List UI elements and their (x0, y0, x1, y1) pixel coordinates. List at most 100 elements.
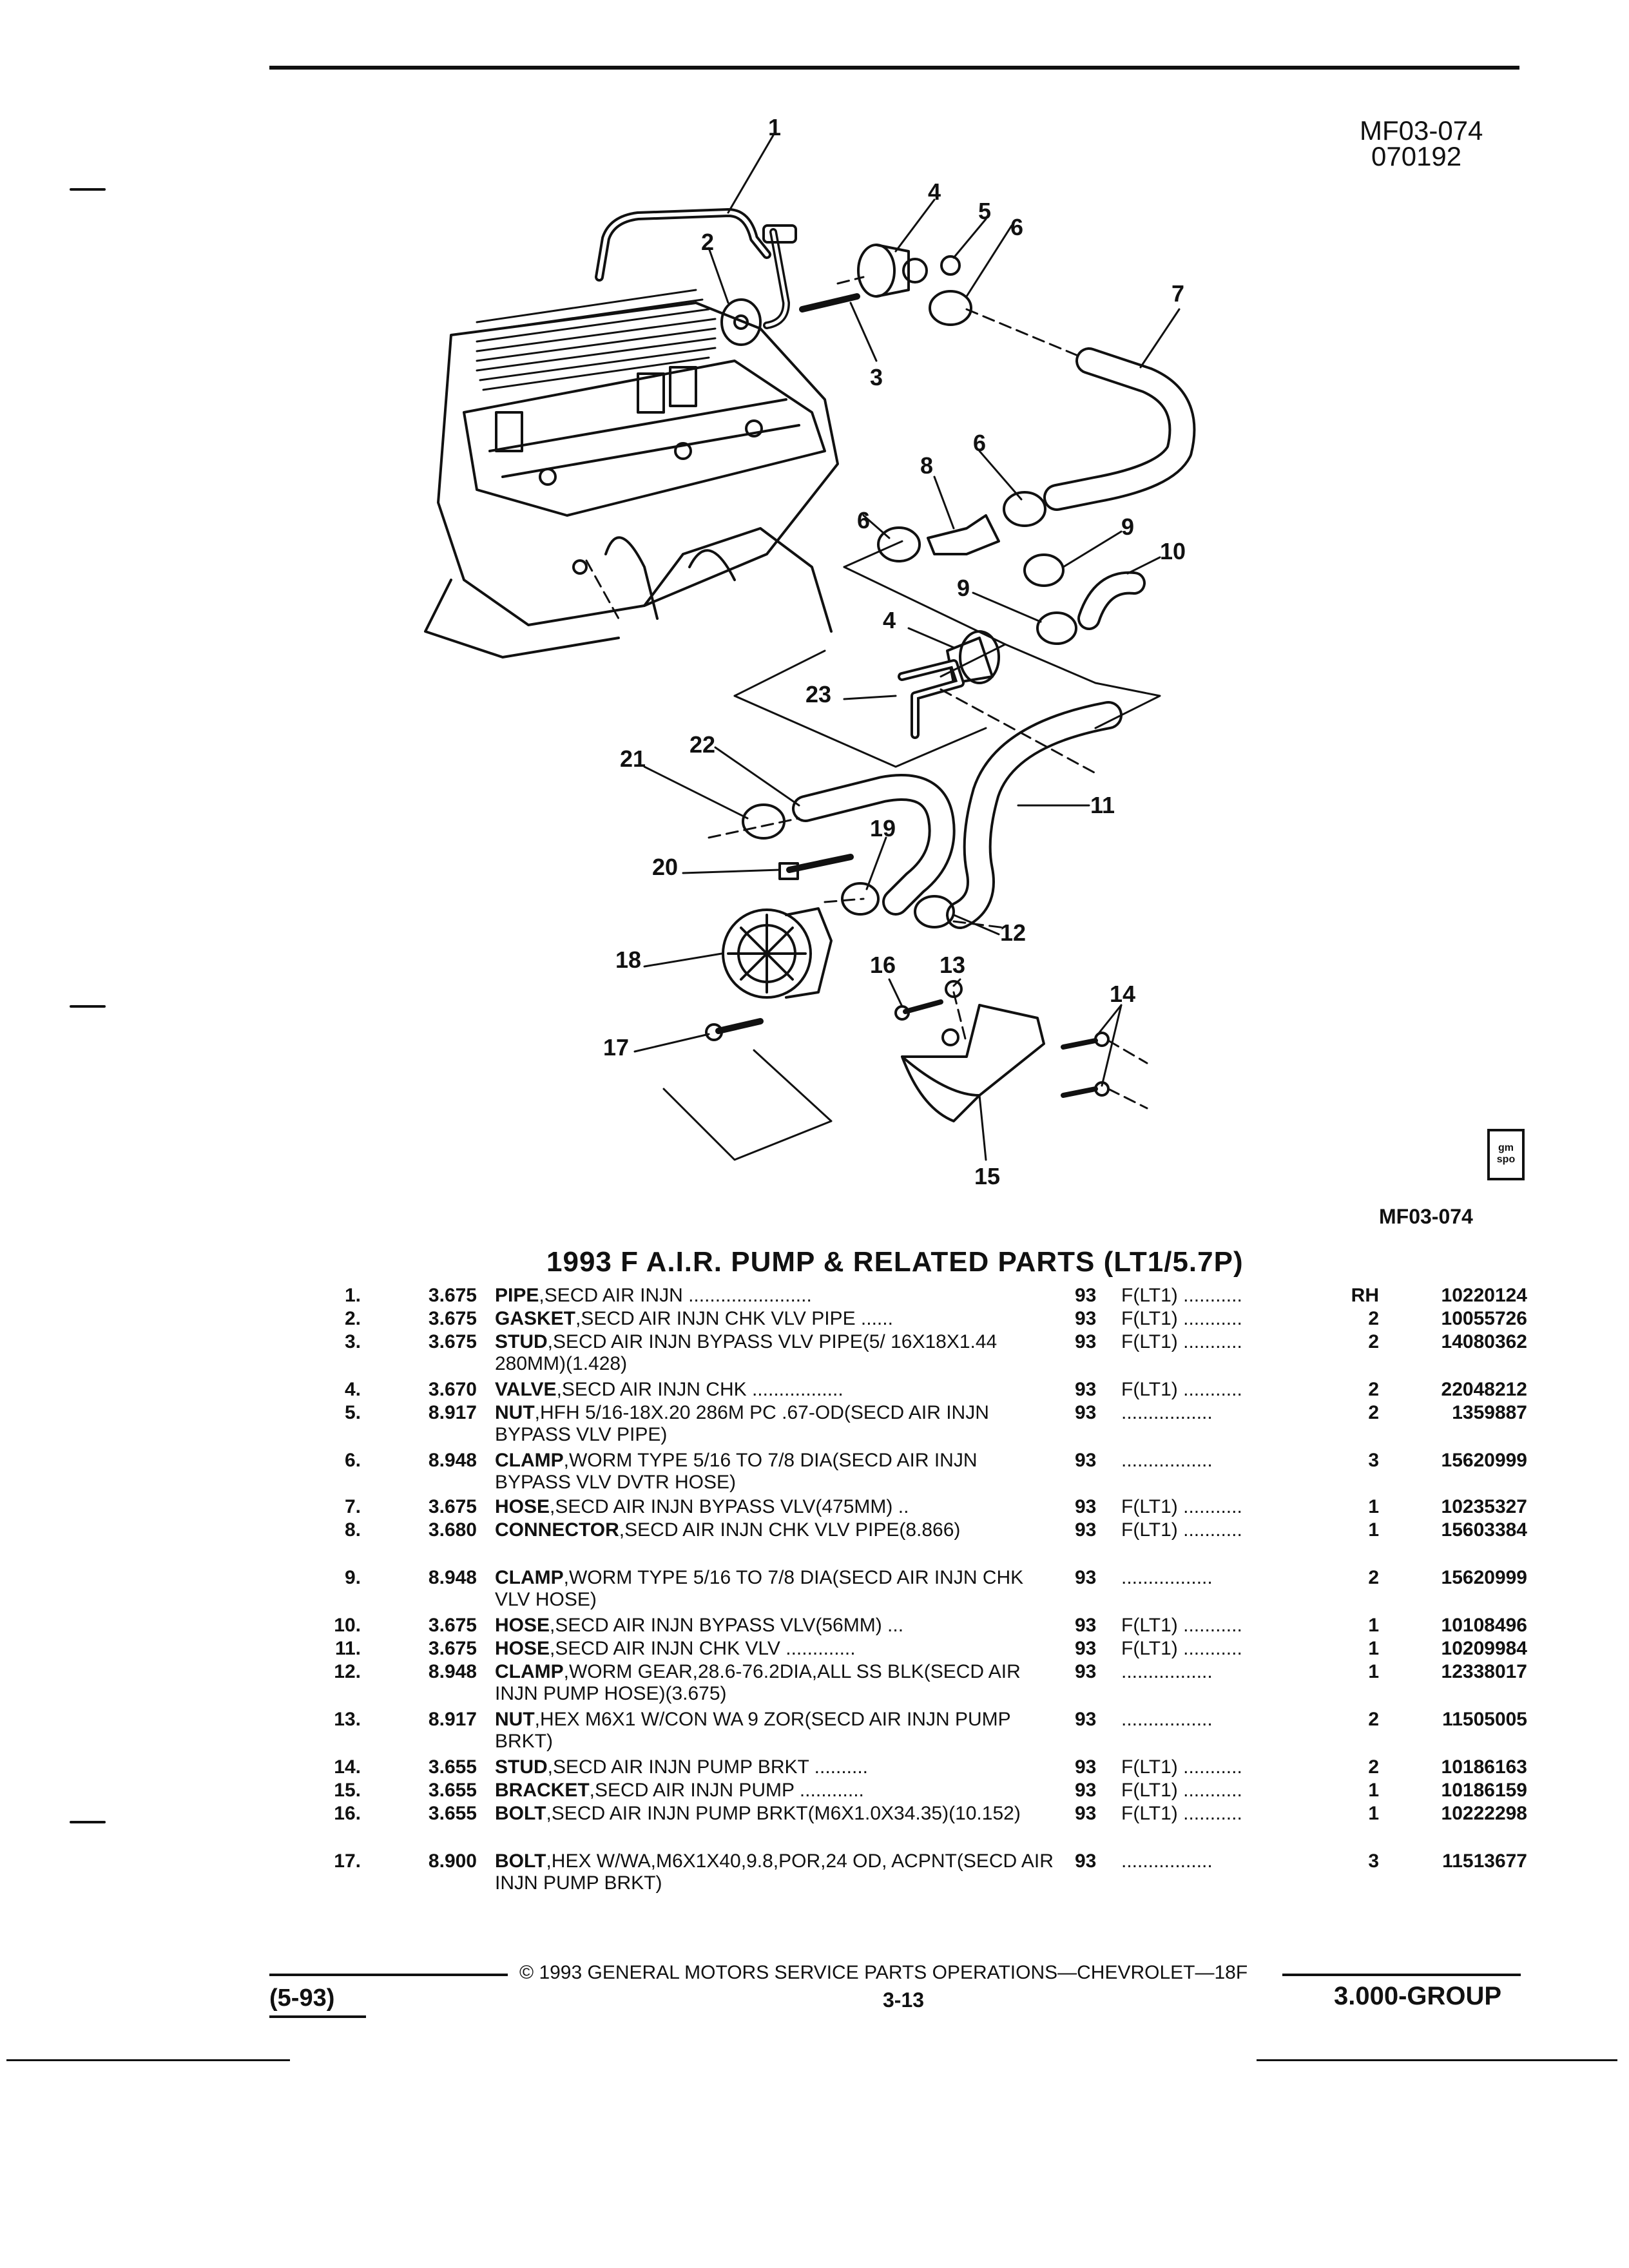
logo-text-bottom: spo (1496, 1154, 1516, 1165)
drawing-code: MF03-074 (1360, 115, 1483, 146)
part-desc-text: ,WORM TYPE 5/16 TO 7/8 DIA(SECD AIR INJN… (495, 1567, 1024, 1610)
page-number: 3-13 (883, 1988, 925, 2012)
model-usage: F(LT1) ........... (1121, 1308, 1242, 1329)
quantity: 1 (1368, 1803, 1379, 1824)
part-name: HOSE (495, 1638, 550, 1659)
group-number: 8.948 (428, 1661, 477, 1682)
part-number: 15620999 (1441, 1450, 1527, 1471)
callout: 12 (1000, 919, 1026, 946)
part-number: 12338017 (1441, 1661, 1527, 1682)
model-usage: ................. (1121, 1709, 1213, 1730)
part-number: 15603384 (1441, 1519, 1527, 1541)
leader-dots: ................. (746, 1379, 843, 1400)
part-description: CONNECTOR,SECD AIR INJN CHK VLV PIPE(8.8… (495, 1519, 1055, 1541)
model-usage: F(LT1) ........... (1121, 1379, 1242, 1400)
model-usage: F(LT1) ........... (1121, 1496, 1242, 1517)
group-number: 3.670 (428, 1379, 477, 1400)
callout: 21 (620, 745, 646, 772)
model-year: 93 (1075, 1615, 1097, 1636)
part-number: 10222298 (1441, 1803, 1527, 1824)
item-number: 12. (334, 1661, 361, 1682)
callout: 8 (920, 452, 933, 479)
item-number: 11. (334, 1638, 361, 1659)
part-number: 15620999 (1441, 1567, 1527, 1588)
quantity: 3 (1368, 1850, 1379, 1872)
part-description: BRACKET,SECD AIR INJN PUMP ............ (495, 1780, 1055, 1802)
part-desc-text: ,WORM TYPE 5/16 TO 7/8 DIA(SECD AIR INJN… (495, 1450, 978, 1493)
callout: 4 (883, 607, 896, 633)
group-number: 3.655 (428, 1756, 477, 1778)
part-number: 10209984 (1441, 1638, 1527, 1659)
callout: 9 (1121, 514, 1134, 540)
model-year: 93 (1075, 1402, 1097, 1423)
item-number: 8. (344, 1519, 361, 1541)
part-name: HOSE (495, 1496, 550, 1517)
part-desc-text: ,SECD AIR INJN PUMP BRKT (547, 1756, 809, 1778)
part-desc-text: ,HEX M6X1 W/CON WA 9 ZOR(SECD AIR INJN P… (495, 1709, 1011, 1752)
part-number: 10186159 (1441, 1780, 1527, 1801)
callout: 6 (1010, 214, 1023, 240)
callout: 15 (974, 1163, 1000, 1189)
group-number: 3.675 (428, 1615, 477, 1636)
bottom-scan-line (1257, 2059, 1617, 2061)
part-name: BOLT (495, 1803, 546, 1824)
model-usage: F(LT1) ........... (1121, 1756, 1242, 1778)
leader-dots: ............ (794, 1780, 864, 1801)
model-year: 93 (1075, 1379, 1097, 1400)
model-usage: F(LT1) ........... (1121, 1615, 1242, 1636)
callout: 18 (615, 947, 641, 973)
part-description: STUD,SECD AIR INJN BYPASS VLV PIPE(5/ 16… (495, 1331, 1055, 1375)
part-number: 10055726 (1441, 1308, 1527, 1329)
model-usage: F(LT1) ........... (1121, 1638, 1242, 1659)
model-year: 93 (1075, 1496, 1097, 1517)
part-desc-text: ,SECD AIR INJN CHK VLV (550, 1638, 780, 1659)
item-number: 2. (344, 1308, 361, 1329)
part-desc-text: ,HEX W/WA,M6X1X40,9.8,POR,24 OD, ACPNT(S… (495, 1850, 1054, 1894)
callout: 14 (1110, 981, 1135, 1007)
callout: 4 (928, 178, 941, 205)
quantity: 2 (1368, 1709, 1379, 1730)
part-description: GASKET,SECD AIR INJN CHK VLV PIPE ...... (495, 1308, 1055, 1330)
leader-dots: ...... (855, 1308, 893, 1329)
quantity: 1 (1368, 1615, 1379, 1636)
item-number: 15. (334, 1780, 361, 1801)
item-number: 5. (344, 1402, 361, 1423)
date-code: (5-93) (269, 1984, 335, 2012)
drawing-code-bottom: MF03-074 (1379, 1205, 1473, 1228)
quantity: 2 (1368, 1756, 1379, 1778)
part-name: NUT (495, 1402, 535, 1423)
margin-mark (70, 1005, 106, 1008)
item-number: 9. (344, 1567, 361, 1588)
part-desc-text: ,SECD AIR INJN PUMP BRKT(M6X1.0X34.35)(1… (546, 1803, 1021, 1824)
group-number: 3.675 (428, 1331, 477, 1352)
part-name: NUT (495, 1709, 535, 1730)
model-year: 93 (1075, 1567, 1097, 1588)
callout: 10 (1160, 538, 1186, 564)
gm-spo-logo: gm spo (1487, 1129, 1525, 1180)
part-desc-text: ,SECD AIR INJN BYPASS VLV PIPE(5/ 16X18X… (495, 1331, 998, 1374)
part-description: CLAMP,WORM TYPE 5/16 TO 7/8 DIA(SECD AIR… (495, 1450, 1055, 1494)
part-number: 1359887 (1452, 1402, 1527, 1423)
model-year: 93 (1075, 1756, 1097, 1778)
group-number: 3.675 (428, 1638, 477, 1659)
part-number: 10235327 (1441, 1496, 1527, 1517)
part-description: CLAMP,WORM GEAR,28.6-76.2DIA,ALL SS BLK(… (495, 1661, 1055, 1705)
callout: 6 (973, 430, 986, 456)
quantity: 2 (1368, 1308, 1379, 1329)
group-number: 3.655 (428, 1780, 477, 1801)
part-description: STUD,SECD AIR INJN PUMP BRKT .......... (495, 1756, 1055, 1778)
quantity: 3 (1368, 1450, 1379, 1471)
callout: 2 (701, 229, 714, 255)
part-name: PIPE (495, 1285, 539, 1306)
item-number: 4. (344, 1379, 361, 1400)
callout: 16 (870, 952, 896, 978)
part-name: CONNECTOR (495, 1519, 619, 1541)
part-description: HOSE,SECD AIR INJN BYPASS VLV(56MM) ... (495, 1615, 1055, 1637)
part-description: NUT,HFH 5/16-18X.20 286M PC .67-OD(SECD … (495, 1402, 1055, 1446)
part-description: VALVE,SECD AIR INJN CHK ................… (495, 1379, 1055, 1401)
part-desc-text: ,WORM GEAR,28.6-76.2DIA,ALL SS BLK(SECD … (495, 1661, 1021, 1704)
model-year: 93 (1075, 1780, 1097, 1801)
top-rule (269, 66, 1519, 70)
part-name: GASKET (495, 1308, 576, 1329)
quantity: 1 (1368, 1496, 1379, 1517)
